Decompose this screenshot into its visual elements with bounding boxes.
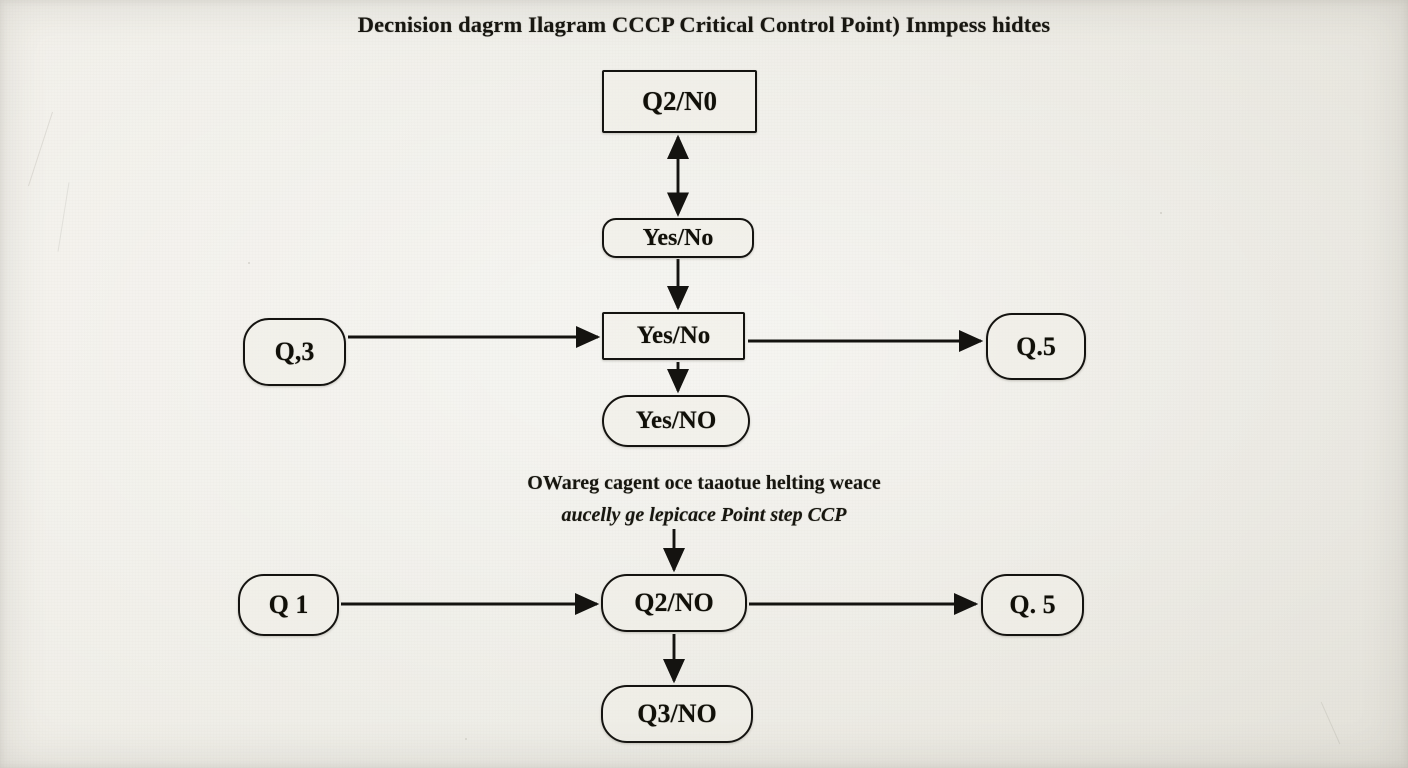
node-label: Yes/No	[642, 224, 714, 251]
page-title: Decnision dagrm Ilagram CCCP Critical Co…	[357, 12, 1051, 37]
node-label: Q. 5	[1009, 590, 1056, 619]
node-label: Q,3	[274, 337, 315, 366]
node-label: Q2/N0	[641, 86, 717, 116]
node-label: Q3/NO	[637, 699, 717, 728]
node-q5-right[interactable]: Q.5	[986, 313, 1086, 380]
node-q5-right-2[interactable]: Q. 5	[981, 574, 1084, 636]
node-label: Q 1	[268, 590, 309, 619]
node-q2-no-top[interactable]: Q2/N0	[602, 70, 757, 133]
node-q1-left[interactable]: Q 1	[238, 574, 339, 636]
node-q3-no-bottom[interactable]: Q3/NO	[601, 685, 753, 743]
node-label: Yes/No	[636, 322, 711, 349]
node-label: Q.5	[1016, 331, 1056, 361]
node-label: Q2/NO	[634, 588, 714, 617]
node-yes-no-center[interactable]: Yes/No	[602, 312, 745, 360]
note-text-line-1: OWareg cagent oce taaotue helting weace	[527, 472, 881, 494]
node-q3-left[interactable]: Q,3	[243, 318, 346, 386]
node-yes-no-upper[interactable]: Yes/No	[602, 218, 754, 258]
node-yes-no-lower[interactable]: Yes/NO	[602, 395, 750, 447]
node-q2-no-center[interactable]: Q2/NO	[601, 574, 747, 632]
note-text-line-2: aucelly ge lepicace Point step CCP	[561, 504, 847, 526]
node-label: Yes/NO	[635, 407, 717, 434]
